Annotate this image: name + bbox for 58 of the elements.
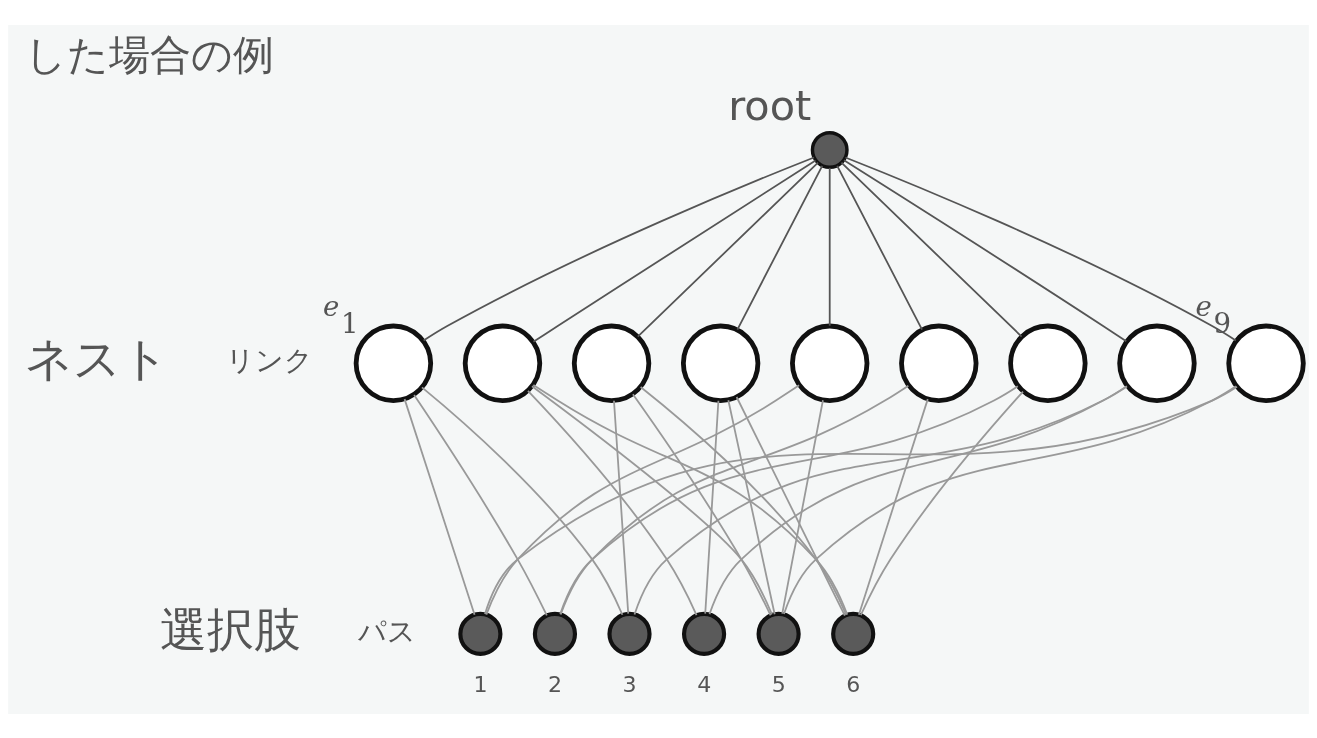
label: リンク — [225, 343, 313, 377]
node-label: 1 — [473, 670, 488, 697]
connector — [844, 156, 1237, 341]
connector — [633, 385, 1128, 615]
node-circle — [831, 611, 876, 656]
connector — [559, 384, 910, 615]
node-circle — [790, 323, 870, 403]
node-label: root — [728, 81, 812, 130]
connector — [403, 397, 476, 616]
label: パス — [358, 614, 417, 648]
label: 選択肢 — [160, 601, 302, 657]
connector — [840, 161, 1023, 337]
node-circle — [532, 611, 578, 656]
connector — [639, 385, 848, 616]
connector — [413, 393, 548, 616]
connector — [704, 399, 720, 615]
node-label: 5 — [771, 670, 786, 697]
node-circle — [458, 611, 503, 656]
connector — [783, 384, 1237, 615]
connector — [828, 166, 831, 327]
node-label: 3 — [622, 670, 637, 697]
connector — [527, 389, 698, 616]
connector — [736, 164, 824, 330]
node-circle — [810, 130, 849, 169]
node-circle — [1117, 323, 1197, 403]
connector — [727, 398, 776, 615]
node-label: 2 — [548, 670, 563, 697]
node-circle — [1008, 323, 1088, 403]
connector — [836, 164, 923, 330]
diagram-title: した場合の例 — [24, 30, 274, 79]
connector — [613, 399, 630, 615]
connector — [532, 383, 849, 616]
connector — [735, 395, 846, 617]
node-circle — [353, 323, 434, 403]
node-label: 6 — [846, 670, 861, 697]
connector — [858, 397, 929, 616]
connector — [859, 390, 1024, 616]
node-label: 4 — [697, 670, 712, 697]
connector — [781, 398, 824, 614]
node-circle — [607, 611, 652, 656]
node-circle — [462, 323, 543, 403]
node-circle — [680, 323, 761, 403]
node-circle — [681, 611, 727, 656]
connector — [485, 383, 800, 616]
connector — [421, 386, 624, 616]
label: ネスト — [24, 330, 169, 386]
connector — [632, 392, 772, 616]
connector — [708, 384, 1128, 615]
connector — [636, 161, 819, 337]
connector — [531, 384, 773, 615]
node-circle — [571, 323, 652, 403]
node-circle — [899, 323, 979, 403]
node-circle — [756, 611, 801, 656]
connector — [422, 156, 815, 341]
connector — [843, 158, 1128, 342]
connector — [484, 385, 1238, 615]
connector — [559, 384, 1019, 615]
connector — [532, 159, 817, 343]
